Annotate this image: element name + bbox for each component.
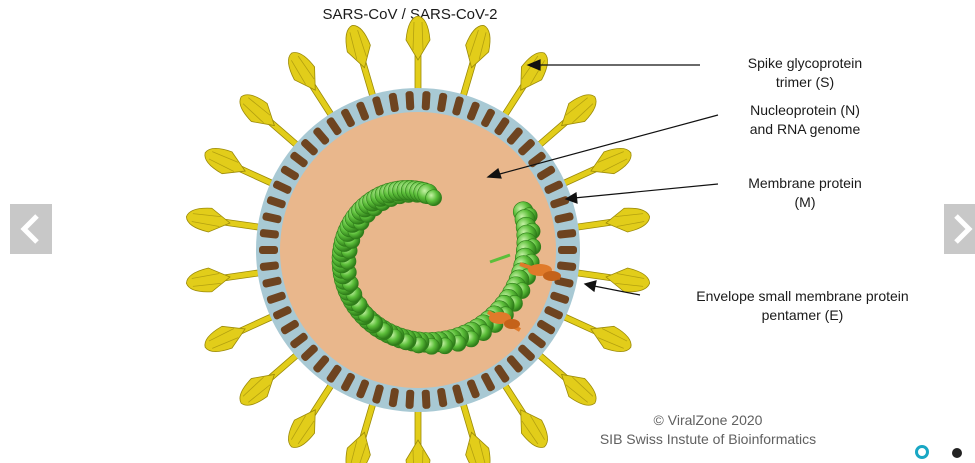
image-credit: © ViralZone 2020 SIB Swiss Instute of Bi… xyxy=(548,411,868,449)
membrane-protein xyxy=(422,390,431,409)
spike-trimer xyxy=(185,205,267,240)
membrane-protein xyxy=(405,91,414,110)
spike-trimer xyxy=(406,16,430,95)
chevron-left-icon xyxy=(10,204,52,254)
spike-trimer xyxy=(570,205,652,240)
carousel-dot-active[interactable] xyxy=(915,445,929,459)
membrane-protein xyxy=(422,91,431,110)
spike-trimer xyxy=(450,22,495,105)
chevron-right-icon xyxy=(944,204,975,254)
carousel-dot[interactable] xyxy=(952,448,962,458)
label-nucleoprotein: Nucleoprotein (N) and RNA genome xyxy=(700,101,910,139)
membrane-protein xyxy=(558,246,577,254)
spike-trimer xyxy=(406,405,430,463)
membrane-protein xyxy=(259,246,278,254)
nucleoprotein-bead xyxy=(426,190,442,206)
prev-slide-button[interactable] xyxy=(10,204,52,254)
spike-trimer xyxy=(341,22,386,105)
next-slide-button[interactable] xyxy=(944,204,975,254)
label-spike: Spike glycoprotein trimer (S) xyxy=(700,54,910,92)
label-envelope-protein: Envelope small membrane protein pentamer… xyxy=(630,287,975,325)
spike-trimer xyxy=(185,260,267,295)
membrane-protein xyxy=(405,390,414,409)
label-membrane-protein: Membrane protein (M) xyxy=(700,174,910,212)
